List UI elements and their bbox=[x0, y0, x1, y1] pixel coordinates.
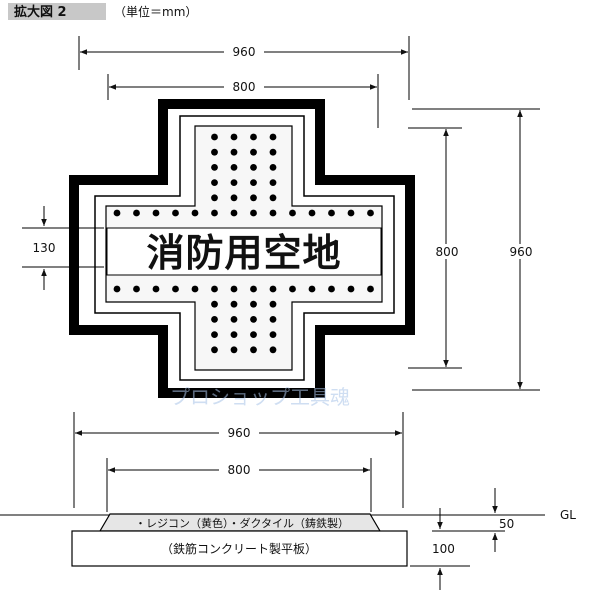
dot-mark bbox=[289, 209, 296, 217]
dot-mark bbox=[269, 300, 277, 308]
dot-mark bbox=[250, 194, 257, 202]
dot-mark bbox=[269, 346, 277, 354]
dot-mark bbox=[328, 285, 335, 293]
dim-band-height: 130 bbox=[33, 241, 56, 255]
dot-mark bbox=[367, 285, 374, 293]
dot-mark bbox=[347, 209, 355, 217]
dot-mark bbox=[230, 285, 238, 293]
figure-label-box bbox=[8, 3, 106, 20]
text-band bbox=[106, 227, 382, 276]
dim-base-thickness: 100 bbox=[432, 542, 455, 556]
dot-mark bbox=[250, 164, 257, 171]
dot-mark bbox=[328, 209, 335, 217]
dot-mark bbox=[230, 179, 238, 187]
dot-mark bbox=[308, 209, 316, 217]
dot-mark bbox=[269, 148, 277, 156]
dim-section-inner-width: 800 bbox=[228, 463, 251, 477]
dot-mark bbox=[250, 346, 257, 354]
dot-mark bbox=[250, 133, 257, 141]
dot-mark bbox=[133, 285, 140, 293]
dot-mark bbox=[211, 346, 218, 354]
dot-mark bbox=[269, 194, 277, 202]
dot-mark bbox=[211, 148, 218, 156]
dot-mark bbox=[250, 285, 257, 293]
dot-mark bbox=[211, 179, 218, 187]
dot-mark bbox=[211, 133, 218, 141]
sign-text: 消防用空地 bbox=[146, 231, 341, 275]
outer-cross-frame bbox=[69, 99, 415, 398]
figure-label: 拡大図 2 bbox=[14, 4, 67, 20]
dot-mark bbox=[230, 316, 238, 323]
dot-mark bbox=[211, 331, 218, 338]
dot-mark bbox=[230, 133, 238, 141]
dot-mark bbox=[269, 133, 277, 141]
dot-mark bbox=[113, 285, 121, 293]
dim-right-inner-height: 800 bbox=[436, 245, 459, 259]
dot-mark bbox=[250, 331, 257, 338]
dot-mark bbox=[250, 179, 257, 187]
dot-mark bbox=[211, 316, 218, 323]
dot-mark bbox=[133, 209, 140, 217]
dim-section-outer-width: 960 bbox=[228, 426, 251, 440]
dot-mark bbox=[269, 285, 277, 293]
base-slab-section bbox=[71, 530, 408, 567]
base-slab-label: （鉄筋コンクリート製平板） bbox=[161, 541, 317, 556]
dot-mark bbox=[211, 209, 218, 217]
dot-mark bbox=[269, 331, 277, 338]
dim-top-outer-width: 960 bbox=[233, 45, 256, 59]
dot-mark bbox=[250, 209, 257, 217]
dot-mark bbox=[172, 285, 179, 293]
dot-mark bbox=[152, 209, 160, 217]
dot-mark bbox=[367, 209, 374, 217]
dot-mark bbox=[230, 346, 238, 354]
dot-mark bbox=[289, 285, 296, 293]
dot-mark bbox=[211, 194, 218, 202]
dot-mark bbox=[230, 209, 238, 217]
dim-top-inner-width: 800 bbox=[233, 80, 256, 94]
dim-right-outer-height: 960 bbox=[510, 245, 533, 259]
ground-label: GL bbox=[560, 508, 576, 522]
dot-mark bbox=[211, 164, 218, 171]
dot-mark bbox=[347, 285, 355, 293]
dot-mark bbox=[152, 285, 160, 293]
dot-mark bbox=[269, 179, 277, 187]
dot-mark bbox=[250, 300, 257, 308]
dot-mark bbox=[191, 209, 199, 217]
dot-mark bbox=[113, 209, 121, 217]
dot-mark bbox=[211, 300, 218, 308]
top-layer-label: ・レジコン（黄色）・ダクタイル（鋳鉄製） bbox=[135, 516, 349, 530]
unit-note: （単位＝mm） bbox=[114, 4, 197, 19]
middle-cross-frame bbox=[94, 115, 395, 381]
dot-mark bbox=[250, 316, 257, 323]
dot-mark bbox=[269, 164, 277, 171]
dot-mark bbox=[308, 285, 316, 293]
watermark: プロショップ工具魂 bbox=[170, 385, 350, 409]
dot-mark bbox=[172, 209, 179, 217]
dot-mark bbox=[230, 300, 238, 308]
dot-mark bbox=[230, 148, 238, 156]
dot-mark bbox=[269, 316, 277, 323]
dot-mark bbox=[230, 331, 238, 338]
dot-mark bbox=[230, 194, 238, 202]
dot-mark bbox=[250, 148, 257, 156]
dim-layer-thickness: 50 bbox=[499, 517, 514, 531]
dot-mark bbox=[191, 285, 199, 293]
dot-mark bbox=[230, 164, 238, 171]
dot-mark bbox=[211, 285, 218, 293]
dot-mark bbox=[269, 209, 277, 217]
